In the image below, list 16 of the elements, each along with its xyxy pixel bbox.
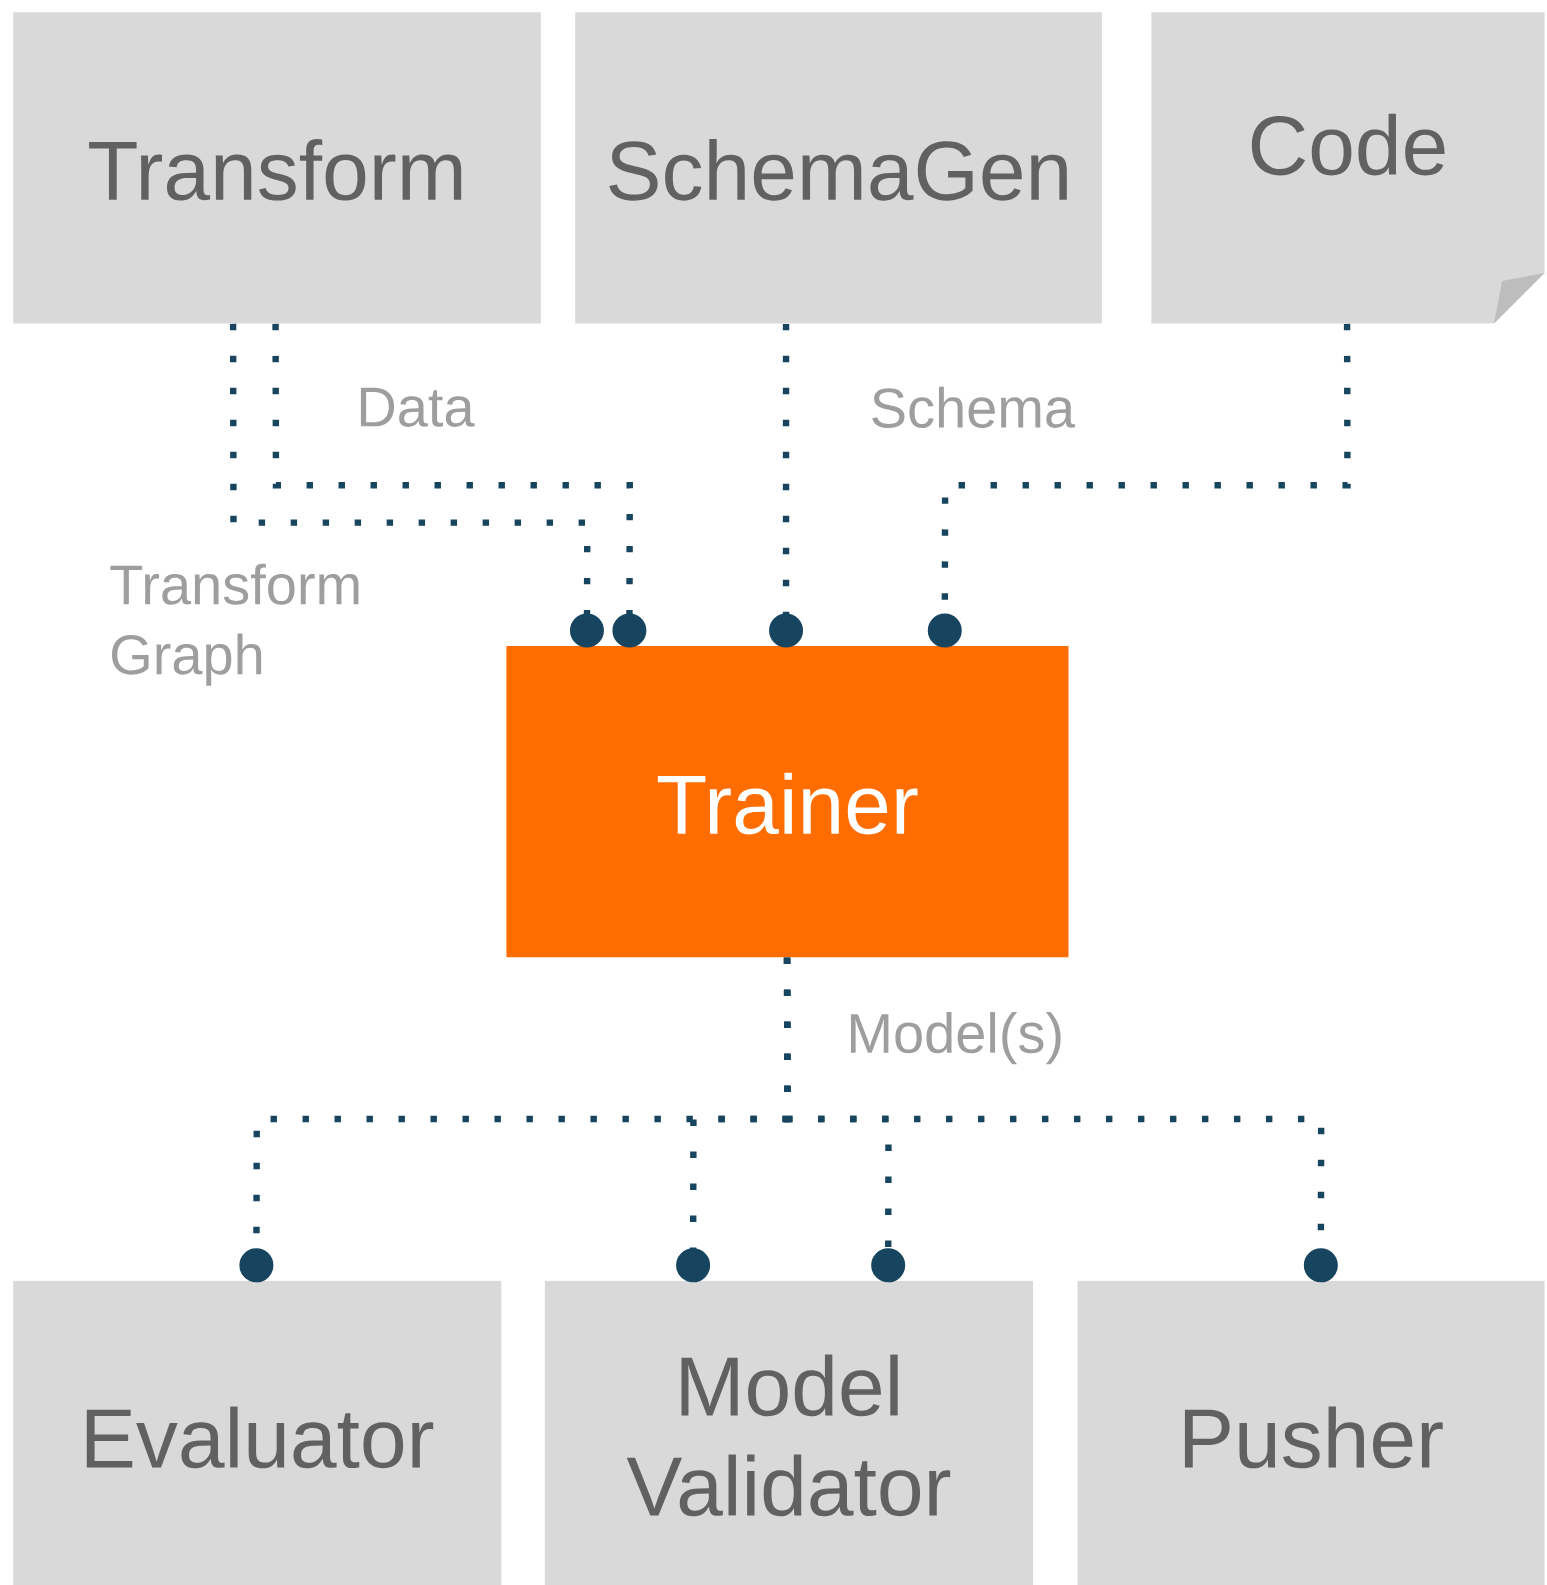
component-box: Transform xyxy=(13,12,541,324)
component-box: Pusher xyxy=(1077,1280,1545,1585)
connector xyxy=(928,323,1351,648)
component-box: Evaluator xyxy=(13,1280,502,1585)
edge-label: Schema xyxy=(865,382,1080,432)
connector xyxy=(272,323,647,648)
process-box: Trainer xyxy=(506,645,1069,958)
label-text: Model(s) xyxy=(842,1008,1069,1069)
component-box: SchemaGen xyxy=(575,12,1103,324)
connector xyxy=(230,323,605,648)
connector xyxy=(784,957,1338,1283)
edge-label: Data xyxy=(352,383,479,431)
component-box: Model Validator xyxy=(545,1280,1034,1585)
edge-label: Transform Graph xyxy=(105,559,359,690)
connector xyxy=(769,323,804,648)
note-box: Code xyxy=(1151,12,1545,324)
